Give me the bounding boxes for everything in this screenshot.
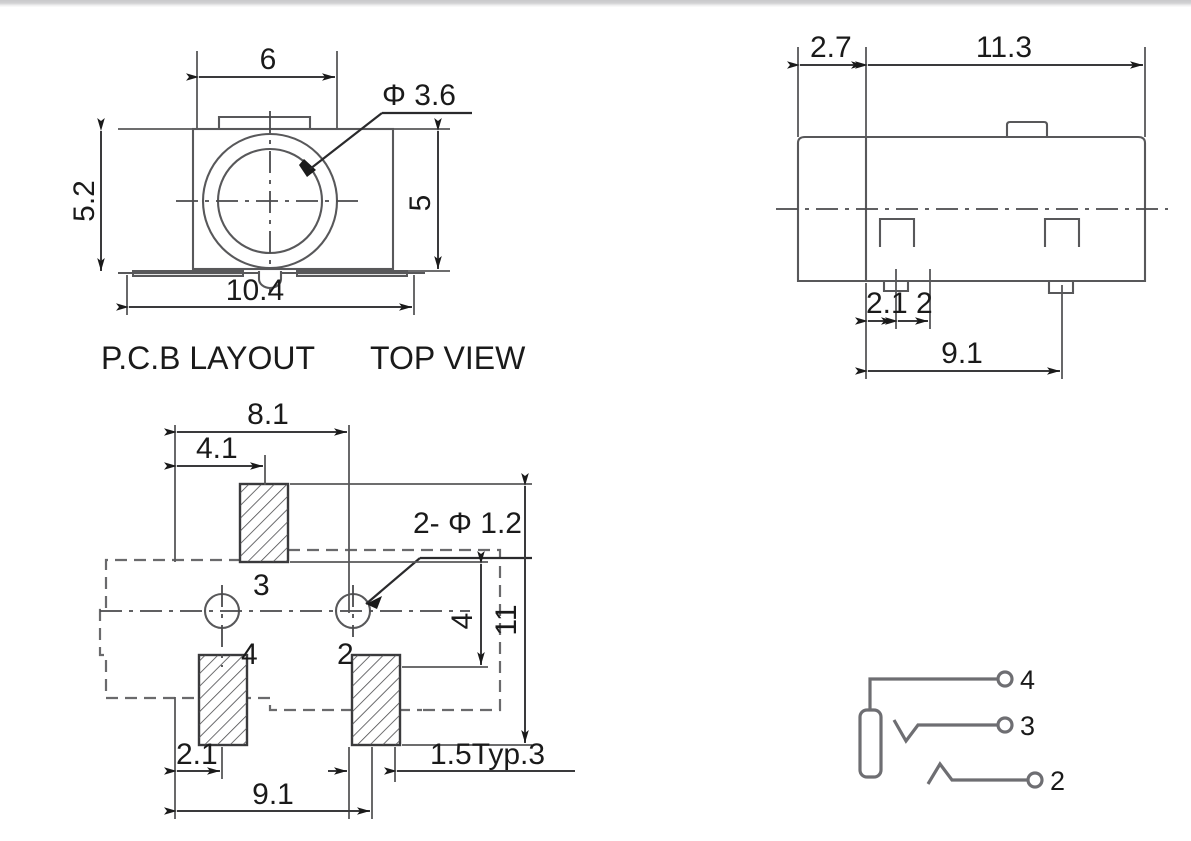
window-top-bar [0,0,1191,7]
dim-label-4: 4 [446,613,479,630]
dim-label-body-length: 11.3 [976,31,1032,64]
dim-label-pin1-offset: 2.1 [866,287,908,320]
schematic-label-3: 3 [1020,711,1035,741]
side-pin-left-body [878,217,916,247]
dim-label-offset-left: 2.7 [810,31,852,64]
dim-label-pin-span: 9.1 [941,337,983,370]
leader-line-hole-dia [309,112,383,170]
caption-pcb-layout: P.C.B LAYOUT [101,340,315,376]
leader-arrowhead [366,596,382,609]
component-outline-dashed-right [288,548,502,712]
schematic-label-4: 4 [1020,665,1035,695]
dim-label-typ: 1.5Typ.3 [430,738,545,771]
pad-label-4: 4 [241,638,258,671]
dim-label-8-1: 8.1 [247,398,289,431]
jack-top-bracket [217,115,312,129]
dim-label-4-1: 4.1 [196,432,238,465]
center-nub [257,271,283,289]
dim-label-hole-dia: Φ 3.6 [382,79,456,112]
dim-label-height-right: 5 [404,195,437,212]
dim-label-width-inner: 6 [260,43,277,76]
side-pin-right-body [1043,217,1081,247]
schematic-wire-4 [868,677,1000,710]
pad-3-hatch [240,484,288,562]
dim-label-height-left: 5.2 [68,180,101,222]
view-pcb-top: 6 5.2 5 Φ 3.6 [68,43,526,376]
dim-label-9-1-layout: 9.1 [252,778,294,811]
schematic-terminal-circle-2 [1026,771,1044,789]
pad-4-hatch [199,655,247,745]
pad-label-2: 2 [337,638,354,671]
side-body-outline [796,135,1147,283]
pad-2-hatch [352,655,400,745]
dim-label-width-outer: 10.4 [226,274,284,307]
hole-marker-wedge [299,159,316,177]
pad-label-3: 3 [253,569,270,602]
dim-label-2-1-layout: 2.1 [176,738,218,771]
technical-drawing-canvas: 6 5.2 5 Φ 3.6 [68,31,1168,819]
view-pcb-layout: 3 4 2 2- Φ 1.2 8.1 4.1 4 11 [98,398,575,819]
view-schematic: 4 3 2 [858,665,1065,796]
dim-label-hole-note: 2- Φ 1.2 [413,507,522,540]
schematic-wire-2 [926,761,1030,785]
side-pin-right-tail [1047,281,1075,295]
schematic-label-2: 2 [1050,766,1065,796]
caption-top-view: TOP VIEW [370,340,526,376]
schematic-sleeve [858,708,883,779]
leader-line-hole-note [365,557,421,605]
schematic-wire-3 [892,719,1000,744]
schematic-terminal-circle-3 [996,716,1014,734]
view-side: 2.7 11.3 2.1 2 9.1 [776,31,1168,379]
dim-label-pin-pitch: 2 [916,287,933,320]
side-top-bump [1005,120,1049,137]
schematic-terminal-circle-4 [996,670,1014,688]
dim-label-11: 11 [490,604,523,635]
drawing-sheet: 6 5.2 5 Φ 3.6 [0,7,1191,841]
